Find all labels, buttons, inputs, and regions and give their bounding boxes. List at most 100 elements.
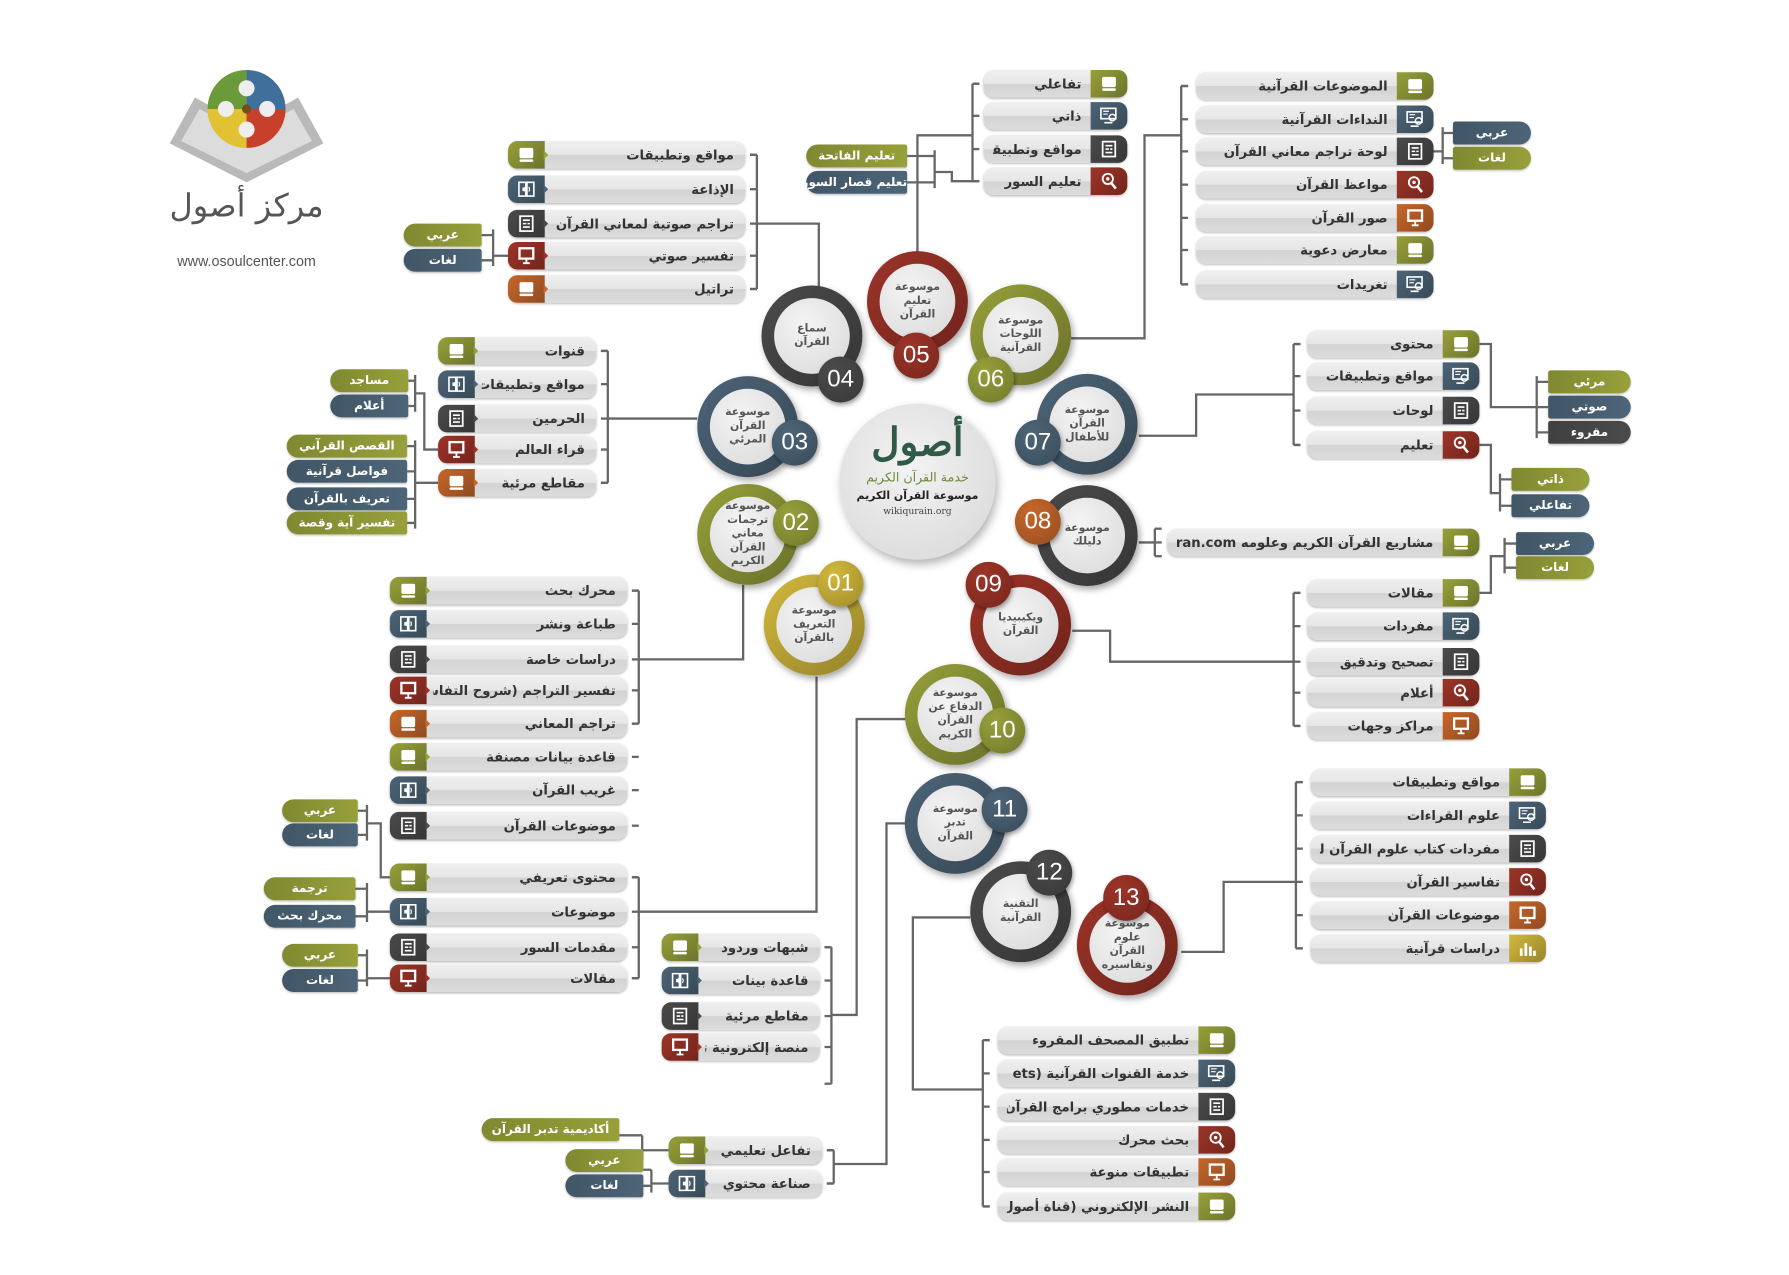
item-g12-2[interactable]: خدمات مطوري برامج القرآن (997, 1092, 1236, 1121)
tag-t04-0[interactable]: عربي (403, 223, 482, 247)
item-g02-2[interactable]: دراسات خاصة (389, 645, 628, 674)
item-g04-3[interactable]: تفسير صوتي (508, 241, 746, 270)
tag-t05-0[interactable]: تعليم الفاتحة (806, 144, 908, 168)
topic-circle-02[interactable]: موسوعة ترجمات معاني القرآن الكريم (697, 483, 799, 585)
item-g10-0[interactable]: شبهات وردود (661, 933, 820, 962)
tag-t11a-0[interactable]: أكاديمية تدبر القرآن (481, 1118, 620, 1142)
item-g02-7[interactable]: موضوعات القرآن (389, 811, 628, 840)
item-g02-4[interactable]: تراجم المعاني (389, 709, 628, 738)
topic-number-badge: 09 (965, 561, 1012, 608)
tag-t01c-1[interactable]: لغات (282, 969, 358, 992)
item-g06-3[interactable]: مواعظ القرآن (1196, 170, 1434, 199)
item-g12-1[interactable]: خدمة القنوات القرآنية (TV, App, ets) (997, 1059, 1236, 1088)
item-g07-1[interactable]: مواقع وتطبيقات (1307, 362, 1480, 390)
tag-t07a-2[interactable]: مقروء (1548, 420, 1631, 444)
item-label: تصحيح وتدقيق (1339, 653, 1434, 670)
tag-t01a-1[interactable]: لغات (282, 823, 358, 847)
item-g11-0[interactable]: تفاعل تعليمي (668, 1136, 823, 1165)
item-g02-0[interactable]: محرك بحث (389, 576, 628, 605)
item-g13-3[interactable]: تفاسير القرآن (1310, 868, 1546, 896)
item-g09-0[interactable]: مقالات (1307, 579, 1480, 607)
item-g10-1[interactable]: قاعدة بينات (661, 966, 820, 995)
item-g12-0[interactable]: تطبيق المصحف المقروء (997, 1026, 1236, 1054)
item-g07-0[interactable]: محتوى (1307, 330, 1480, 358)
item-g06-0[interactable]: الموضوعات القرآنية (1196, 72, 1434, 100)
tag-t01a-0[interactable]: عربي (282, 799, 358, 823)
item-g06-5[interactable]: معارض دعوية (1196, 236, 1434, 264)
tag-t03b-1[interactable]: فواصل قرآنية (286, 459, 408, 483)
item-g12-3[interactable]: بحث محرك (997, 1126, 1236, 1154)
item-g01-3[interactable]: مقالات (389, 964, 628, 992)
item-g13-0[interactable]: مواقع وتطبيقات (1310, 768, 1546, 796)
item-g03-3[interactable]: قراء العالم (438, 435, 597, 464)
item-g13-1[interactable]: علوم القراءات (1310, 801, 1546, 830)
tag-t07a-1[interactable]: صوتي (1548, 395, 1631, 419)
tag-t01b-0[interactable]: ترجمة (263, 877, 356, 901)
tag-t07a-0[interactable]: مرئي (1548, 370, 1631, 394)
item-g06-4[interactable]: صور القرآن (1196, 204, 1434, 232)
logo-url[interactable]: www.osoulcenter.com (177, 253, 316, 270)
tag-t06-1[interactable]: لغات (1452, 146, 1531, 170)
tag-t07b-1[interactable]: تفاعلي (1511, 494, 1590, 518)
tag-t01b-1[interactable]: محرك بحث (263, 904, 356, 928)
center-site[interactable]: wikiqurain.org (883, 505, 952, 517)
item-g05-1[interactable]: ذاتي (983, 102, 1128, 130)
item-g03-2[interactable]: الحرمين (438, 404, 597, 433)
topic-circle-06[interactable]: موسوعة اللوحات القرآنية (970, 284, 1072, 386)
tag-t09-0[interactable]: عربي (1516, 532, 1595, 556)
tag-t11b-0[interactable]: عربي (565, 1149, 644, 1173)
item-g01-1[interactable]: موضوعات (389, 897, 628, 926)
item-g02-5[interactable]: قاعدة بيانات مصنفة (389, 743, 628, 771)
tag-t07b-0[interactable]: ذاتي (1511, 467, 1590, 491)
item-g02-3[interactable]: تفسير التراجم (شروح التفاسير) (389, 676, 628, 705)
item-g06-6[interactable]: تغريدات (1196, 270, 1434, 299)
item-g11-1[interactable]: صناعة محتوي (668, 1169, 823, 1198)
tag-t03b-2[interactable]: تعريف بالقرآن (286, 487, 408, 511)
item-g05-3[interactable]: تعليم السور (983, 167, 1128, 195)
item-g12-4[interactable]: تطبيقات منوعة (997, 1158, 1236, 1186)
item-g04-2[interactable]: تراجم صوتية لمعاني القرآن الكريم (508, 209, 746, 238)
item-g05-2[interactable]: مواقع وتطبيقات (983, 135, 1128, 163)
item-g01-2[interactable]: مقدمات السور (389, 933, 628, 962)
tag-t04-1[interactable]: لغات (403, 248, 482, 272)
item-g04-1[interactable]: الإذاعة (508, 175, 746, 203)
item-g06-1[interactable]: النداءات القرآنية (1196, 105, 1434, 134)
tag-t06-0[interactable]: عربي (1452, 121, 1531, 145)
item-g13-4[interactable]: موضوعات القرآن (1310, 901, 1546, 929)
topic-circle-09[interactable]: ويكيبيديا القرآن (970, 574, 1072, 676)
item-g07-3[interactable]: تعليم (1307, 431, 1480, 459)
item-g09-3[interactable]: أعلام (1307, 678, 1480, 707)
item-g04-0[interactable]: مواقع وتطبيقات (508, 141, 746, 169)
item-g04-4[interactable]: تراتيل (508, 275, 746, 303)
topic-circle-11[interactable]: موسوعة تدبر القرآن (904, 772, 1006, 874)
item-g02-6[interactable]: غريب القرآن (389, 776, 628, 804)
topic-circle-13[interactable]: موسوعة علوم القرآن وتفاسيره (1076, 894, 1178, 996)
tag-t05-1[interactable]: تعليم قصار السور (802, 170, 908, 194)
tag-t03a-1[interactable]: أعلام (330, 394, 409, 418)
item-g09-1[interactable]: مفردات (1307, 612, 1480, 640)
item-g08-0[interactable]: مشاريع القرآن الكريم وعلومه www.guidetoq… (1167, 528, 1480, 557)
item-g10-3[interactable]: منصة إلكترونية تفاعلية (661, 1033, 820, 1061)
tag-t01c-0[interactable]: عربي (282, 943, 358, 967)
item-g09-4[interactable]: مراكز وجهات (1307, 712, 1480, 740)
item-g10-2[interactable]: مقاطع مرئية (661, 1002, 820, 1030)
tag-t03b-0[interactable]: القصص القرآني (286, 434, 408, 458)
item-label: بحث محرك (1118, 1131, 1190, 1148)
group-connector (1072, 629, 1294, 663)
tag-t09-1[interactable]: لغات (1516, 556, 1595, 580)
item-g13-2[interactable]: مفردات كتاب علوم القرآن للسيوطي (1310, 834, 1546, 863)
tag-t11b-1[interactable]: لغات (565, 1174, 644, 1198)
item-g07-2[interactable]: لوحات (1307, 396, 1480, 425)
item-g13-5[interactable]: دراسات قرآنية (1310, 934, 1546, 963)
item-g03-4[interactable]: مقاطع مرئية (438, 469, 597, 497)
tag-t03b-3[interactable]: تفسير آية وقصة (286, 511, 408, 535)
item-g03-0[interactable]: قنوات (438, 337, 597, 365)
item-g01-0[interactable]: محتوى تعريفي (389, 863, 628, 892)
tag-t03a-0[interactable]: مساجد (330, 369, 409, 393)
item-g05-0[interactable]: تفاعلي (983, 69, 1128, 98)
item-g12-5[interactable]: النشر الإلكتروني (قناة أصول القرآن) (997, 1192, 1236, 1221)
item-g06-2[interactable]: لوحة تراجم معاني القرآن (1196, 137, 1434, 166)
item-g02-1[interactable]: طباعة ونشر (389, 610, 628, 638)
item-g09-2[interactable]: تصحيح وتدقيق (1307, 647, 1480, 676)
item-g03-1[interactable]: مواقع وتطبيقات (438, 370, 597, 398)
